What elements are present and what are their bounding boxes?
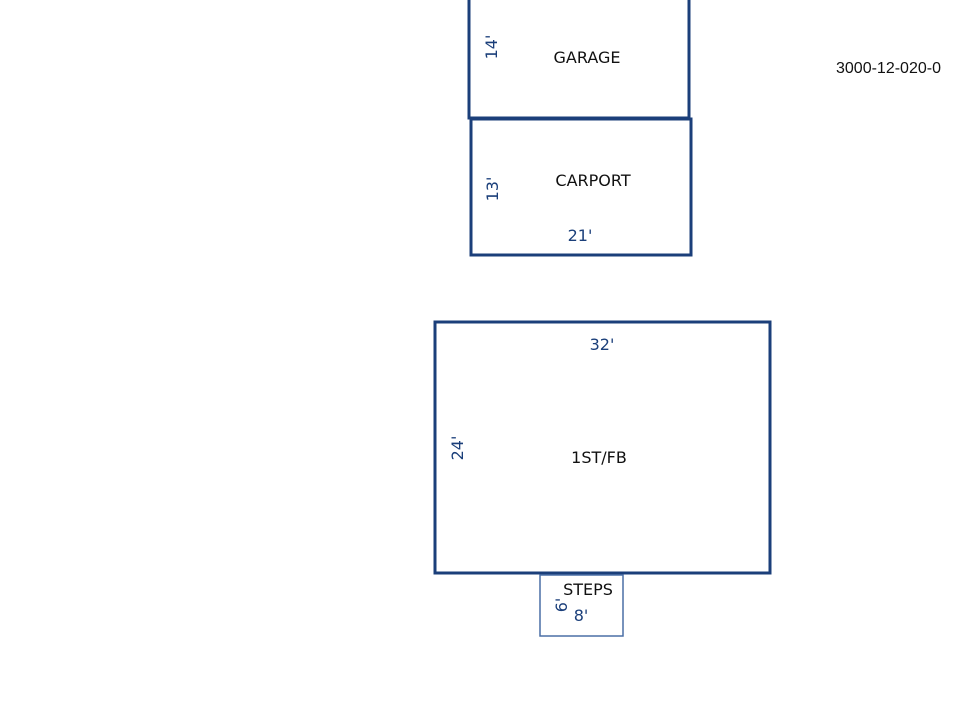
- steps-outline: [539, 574, 624, 637]
- steps-area: STEPS 6' 8': [539, 574, 624, 637]
- house-side-dimension: 24': [448, 436, 467, 461]
- carport-area: CARPORT 13' 21': [469, 117, 693, 257]
- steps-bottom-dimension: 8': [574, 606, 589, 625]
- house-label: 1ST/FB: [571, 448, 627, 467]
- carport-bottom-dimension: 21': [568, 226, 593, 245]
- house-area: 1ST/FB 32' 24': [433, 320, 772, 575]
- carport-outline: [469, 117, 693, 257]
- house-top-dimension: 32': [590, 335, 615, 354]
- carport-label: CARPORT: [555, 171, 630, 190]
- steps-side-dimension: 6': [552, 598, 571, 613]
- garage-label: GARAGE: [554, 48, 621, 67]
- garage-side-dimension: 14': [482, 35, 501, 60]
- house-outline: [433, 320, 772, 575]
- steps-label: STEPS: [563, 580, 613, 599]
- carport-side-dimension: 13': [483, 177, 502, 202]
- parcel-id: 3000-12-020-0: [836, 60, 941, 77]
